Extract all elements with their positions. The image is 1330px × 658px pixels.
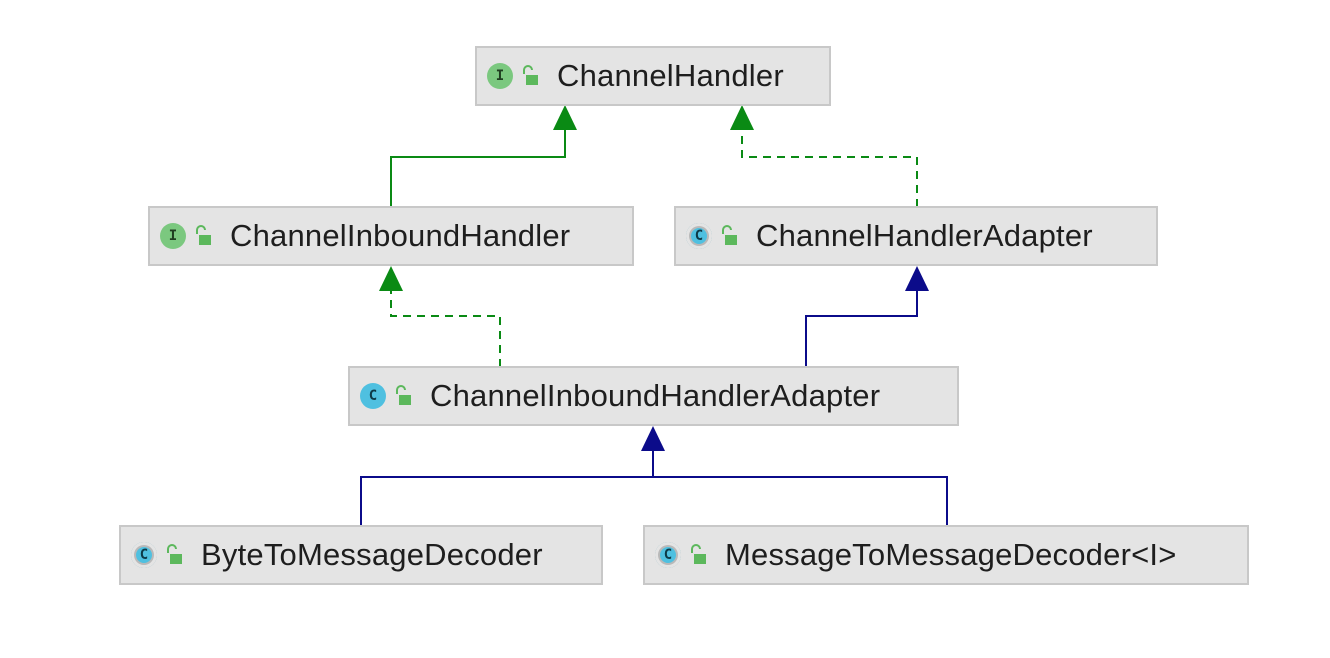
abstract-class-icon: C (131, 542, 157, 568)
node-label: ByteToMessageDecoder (201, 537, 543, 572)
node-message-to-message-decoder[interactable]: C MessageToMessageDecoder<I> (643, 525, 1249, 585)
node-channel-inbound-handler[interactable]: I ChannelInboundHandler (148, 206, 634, 266)
node-label: ChannelHandler (557, 58, 784, 93)
public-lock-icon (691, 544, 706, 564)
arrowhead (379, 266, 403, 291)
arrowhead (641, 426, 665, 451)
public-lock-icon (523, 65, 538, 85)
public-lock-icon (167, 544, 182, 564)
public-lock-icon (196, 225, 211, 245)
abstract-class-icon: C (655, 542, 681, 568)
public-lock-icon (722, 225, 737, 245)
arrowhead (905, 266, 929, 291)
node-label: ChannelInboundHandlerAdapter (430, 378, 881, 413)
arrowhead (730, 105, 754, 130)
edge-decoders-to-inboundadapter (360, 426, 948, 526)
node-label: ChannelInboundHandler (230, 218, 571, 253)
public-lock-icon (396, 385, 411, 405)
node-channel-handler-adapter[interactable]: C ChannelHandlerAdapter (674, 206, 1158, 266)
abstract-class-icon: C (686, 223, 712, 249)
node-label: MessageToMessageDecoder<I> (725, 537, 1177, 572)
edge-inboundadapter-to-inbound (379, 266, 501, 367)
node-channel-inbound-handler-adapter[interactable]: C ChannelInboundHandlerAdapter (348, 366, 959, 426)
node-label: ChannelHandlerAdapter (756, 218, 1093, 253)
edge-handleradapter-to-handler (730, 105, 918, 207)
arrowhead (553, 105, 577, 130)
edge-inbound-to-handler (390, 105, 577, 207)
node-byte-to-message-decoder[interactable]: C ByteToMessageDecoder (119, 525, 603, 585)
class-icon: C (360, 383, 386, 409)
interface-icon: I (160, 223, 186, 249)
edge-inboundadapter-to-handleradapter (805, 266, 929, 367)
node-channel-handler[interactable]: I ChannelHandler (475, 46, 831, 106)
interface-icon: I (487, 63, 513, 89)
